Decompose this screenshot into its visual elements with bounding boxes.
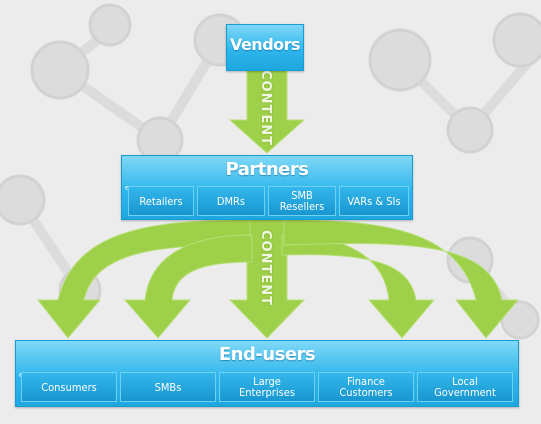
content-label-middle: CONTENT <box>258 230 273 306</box>
partner-retailers-label: Retailers <box>139 194 183 208</box>
partner-dmrs: DMRs <box>197 186 265 216</box>
vendors-box: Vendors <box>226 24 304 71</box>
partners-box: Partners eg Retailers DMRs SMB Resellers… <box>121 155 413 220</box>
end-user-consumers: Consumers <box>21 372 117 402</box>
partner-smb-resellers-label: SMB Resellers <box>279 189 325 213</box>
left-outer-arrow <box>36 219 251 339</box>
partner-vars-sis-label: VARs & SIs <box>347 194 401 208</box>
vendors-to-partners-arrow <box>228 69 306 154</box>
partner-dmrs-label: DMRs <box>216 194 246 208</box>
end-user-local-government-label: Local Government <box>434 375 496 399</box>
partner-vars-sis: VARs & SIs <box>339 186 409 216</box>
end-user-consumers-label: Consumers <box>41 380 97 394</box>
end-user-smbs-label: SMBs <box>154 380 182 394</box>
content-label-top: CONTENT <box>258 70 273 146</box>
right-outer-arrow <box>283 219 520 339</box>
end-user-finance-customers-label: Finance Customers <box>339 375 393 399</box>
end-user-local-government: Local Government <box>417 372 513 402</box>
end-users-title: End-users <box>218 344 316 365</box>
end-user-finance-customers: Finance Customers <box>318 372 414 402</box>
end-user-large-enterprises-label: Large Enterprises <box>238 375 296 399</box>
end-users-box: End-users eg Consumers SMBs Large Enterp… <box>15 340 519 407</box>
end-user-large-enterprises: Large Enterprises <box>219 372 315 402</box>
partner-retailers: Retailers <box>128 186 194 216</box>
end-user-smbs: SMBs <box>120 372 216 402</box>
partners-title: Partners <box>225 159 309 180</box>
left-inner-arrow <box>123 234 253 339</box>
partner-smb-resellers: SMB Resellers <box>268 186 336 216</box>
vendors-title: Vendors <box>229 35 301 54</box>
right-inner-arrow <box>281 234 436 339</box>
